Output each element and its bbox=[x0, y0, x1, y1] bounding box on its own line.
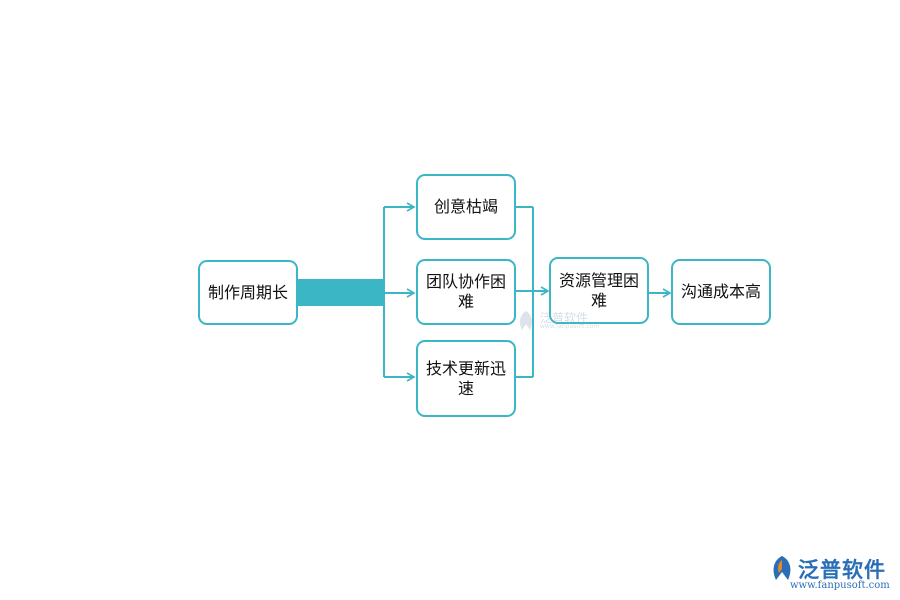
node-team-collaboration-label: 团队协作困难 bbox=[425, 272, 506, 311]
fanpu-logo-icon bbox=[773, 556, 791, 580]
fanpu-logo: 泛普软件 www.fanpusoft.com bbox=[766, 552, 896, 596]
node-resource-management-label: 资源管理困难 bbox=[558, 270, 639, 310]
node-creative-exhaustion-label: 创意枯竭 bbox=[433, 197, 498, 216]
node-production-cycle-label: 制作周期长 bbox=[207, 282, 288, 302]
watermark-icon bbox=[519, 311, 533, 330]
node-tech-update: 技术更新迅速 bbox=[416, 340, 516, 417]
node-production-cycle: 制作周期长 bbox=[198, 260, 298, 325]
node-communication-cost: 沟通成本高 bbox=[671, 259, 771, 325]
node-communication-cost-label: 沟通成本高 bbox=[680, 282, 761, 301]
logo-text: 泛普软件 bbox=[798, 558, 886, 582]
center-watermark: 泛普软件 www.fanpusoft.com bbox=[516, 307, 606, 335]
logo-url: www.fanpusoft.com bbox=[790, 580, 890, 591]
watermark-text: 泛普软件 bbox=[540, 311, 589, 325]
node-creative-exhaustion: 创意枯竭 bbox=[416, 174, 516, 240]
watermark-subtext: www.fanpusoft.com bbox=[540, 323, 600, 330]
node-resource-management: 资源管理困难 bbox=[549, 257, 649, 324]
node-tech-update-label: 技术更新迅速 bbox=[425, 358, 506, 398]
node-team-collaboration: 团队协作困难 bbox=[416, 259, 516, 325]
thick-connector-bar bbox=[297, 279, 384, 306]
